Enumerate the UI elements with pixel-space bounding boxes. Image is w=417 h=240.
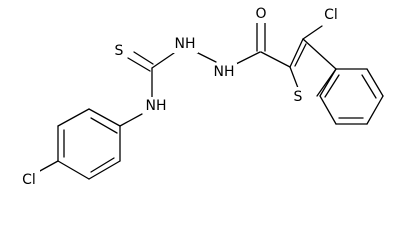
bond-thiourea-hydrazine bbox=[151, 52, 175, 69]
atom-label-layer: S NH Cl NH NH O Cl S bbox=[20, 5, 340, 188]
atom-label-nh-hydrazine-1: NH bbox=[175, 36, 196, 52]
atom-label-o-carbonyl: O bbox=[255, 6, 266, 22]
bond-ring bbox=[57, 160, 90, 180]
bond-ring bbox=[361, 74, 377, 99]
bond-ring bbox=[319, 95, 337, 125]
bond-carbonyl-ring bbox=[260, 51, 291, 68]
chemical-structure-diagram: S NH Cl NH NH O Cl S bbox=[20, 5, 384, 188]
atom-label-nh-aniline: NH bbox=[146, 98, 167, 114]
atom-label-s-thiophene: S bbox=[294, 89, 303, 105]
bond-thiocarbonyl bbox=[133, 51, 154, 65]
bond-ring bbox=[57, 108, 90, 127]
bond-ring bbox=[289, 66, 299, 89]
bond-ring bbox=[88, 108, 121, 127]
bond-nh-phenyl bbox=[119, 113, 143, 127]
bond-ring bbox=[90, 117, 118, 134]
bond-ring bbox=[90, 157, 115, 173]
bond-ring bbox=[324, 74, 340, 98]
bond-c-cl bbox=[37, 160, 59, 173]
bond-ring bbox=[302, 38, 337, 70]
bond-layer bbox=[37, 21, 384, 180]
atom-label-cl-thiophene: Cl bbox=[324, 7, 338, 23]
bond-hydrazide-carbonyl bbox=[235, 51, 261, 65]
bond-ring bbox=[88, 160, 121, 180]
bond-ring bbox=[366, 68, 384, 97]
atom-label-s-thiocarbonyl: S bbox=[115, 43, 124, 59]
bond-ring bbox=[289, 38, 304, 68]
atom-label-nh-hydrazine-2: NH bbox=[214, 64, 235, 80]
bond-c-cl bbox=[302, 25, 323, 40]
bond-thiocarbonyl bbox=[127, 57, 151, 72]
bond-ring bbox=[366, 95, 384, 125]
bond-ring bbox=[319, 68, 337, 97]
bond-ring bbox=[294, 43, 307, 67]
atom-label-cl-phenyl: Cl bbox=[22, 172, 36, 188]
